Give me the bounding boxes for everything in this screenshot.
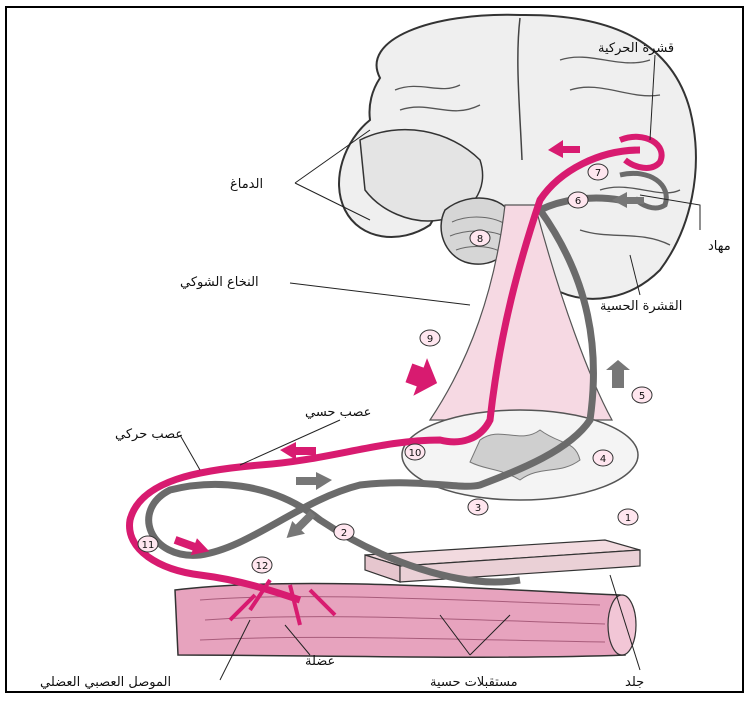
step-number: 10: [409, 448, 422, 459]
muscle-illustration: [175, 584, 636, 658]
label-motor-nerve: عصب حركي: [115, 428, 183, 441]
label-motor-cortex: قشرة الحركية: [598, 42, 674, 55]
step-marker-3: 3: [468, 499, 488, 515]
step-number: 6: [575, 196, 581, 207]
step-marker-5: 5: [632, 387, 652, 403]
step-marker-1: 1: [618, 509, 638, 525]
label-spinal-cord: النخاع الشوكي: [180, 276, 259, 289]
label-muscle: عضلة: [305, 655, 335, 668]
step-number: 12: [256, 561, 269, 572]
step-number: 1: [625, 513, 631, 524]
label-sensory-receptors: مستقبلات حسية: [430, 676, 518, 689]
label-sensory-cortex: القشرة الحسية: [600, 300, 682, 313]
label-thalamus: مهاد: [708, 240, 731, 253]
step-number: 5: [639, 391, 645, 402]
label-sensory-nerve: عصب حسي: [305, 406, 371, 419]
label-brain: الدماغ: [230, 178, 263, 191]
label-neuromuscular-junction: الموصل العصبي العضلي: [40, 676, 171, 689]
step-number: 8: [477, 234, 483, 245]
step-marker-2: 2: [334, 524, 354, 540]
step-marker-7: 7: [588, 164, 608, 180]
step-number: 11: [142, 540, 155, 551]
step-marker-9: 9: [420, 330, 440, 346]
label-skin: جلد: [625, 676, 644, 689]
step-marker-6: 6: [568, 192, 588, 208]
step-number: 7: [595, 168, 601, 179]
step-number: 3: [475, 503, 481, 514]
step-number: 4: [600, 454, 606, 465]
step-marker-10: 10: [405, 444, 425, 460]
step-number: 9: [427, 334, 433, 345]
step-number: 2: [341, 528, 347, 539]
step-marker-12: 12: [252, 557, 272, 573]
step-marker-4: 4: [593, 450, 613, 466]
step-marker-11: 11: [138, 536, 158, 552]
step-marker-8: 8: [470, 230, 490, 246]
